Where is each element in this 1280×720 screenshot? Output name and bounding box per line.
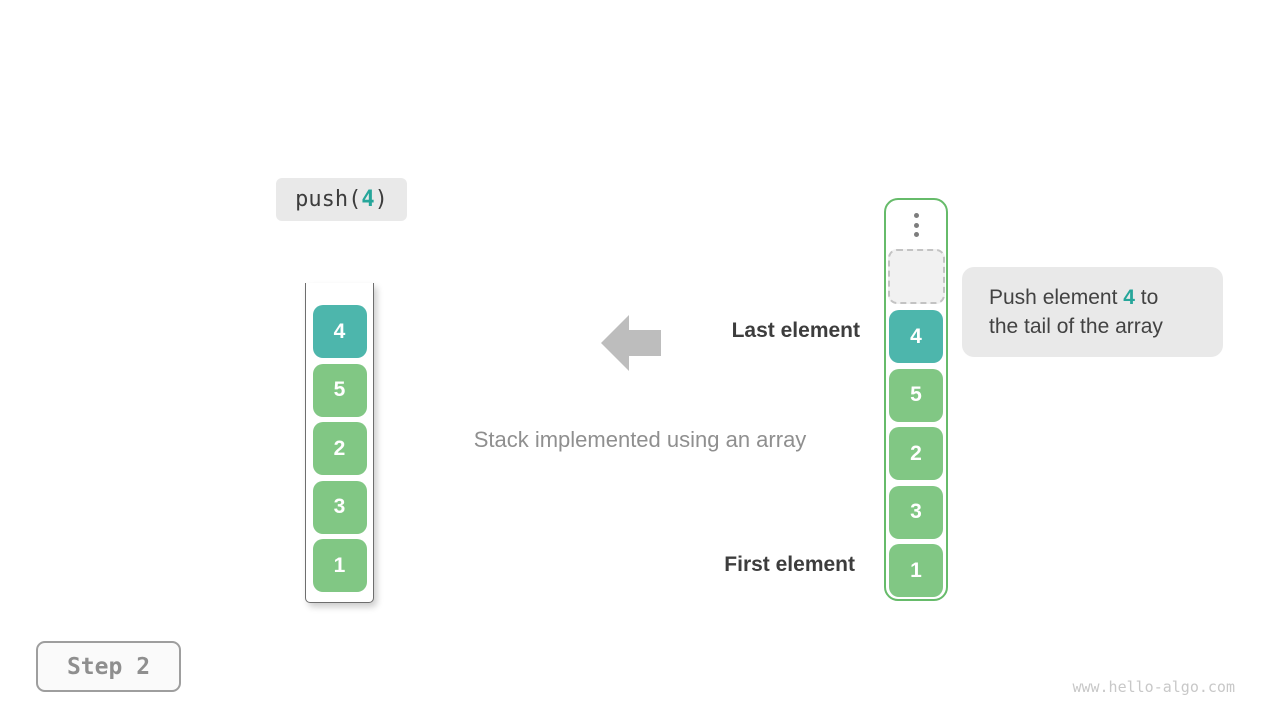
arrow-left-shape: [601, 315, 661, 371]
dot: [913, 213, 919, 218]
last-element-label: Last element: [731, 319, 860, 342]
tooltip-text-after: to: [1134, 286, 1159, 309]
array-item: 1: [889, 544, 943, 597]
stack-item: 3: [312, 480, 367, 534]
first-element-label: First element: [724, 553, 855, 576]
explanation-tooltip: Push element 4 to the tail of the array: [962, 267, 1223, 357]
dot: [913, 222, 919, 228]
tooltip-line-1: Push element 4 to: [989, 283, 1223, 312]
arrow-left-icon: [601, 315, 661, 371]
stack-container: 4 5 2 3 1: [305, 283, 374, 603]
operation-label: push(4): [276, 178, 407, 221]
tooltip-value: 4: [1123, 286, 1135, 309]
ellipsis-icon: [913, 213, 919, 237]
array-item: 2: [889, 427, 943, 480]
array-item: 5: [889, 368, 943, 422]
operation-prefix: push(: [295, 187, 362, 212]
operation-arg: 4: [361, 187, 375, 212]
stack-item: 4: [312, 305, 367, 358]
tooltip-text-before: Push element: [989, 286, 1124, 309]
diagram-caption: Stack implemented using an array: [473, 427, 807, 452]
dot: [913, 232, 919, 237]
watermark: www.hello-algo.com: [1072, 678, 1235, 696]
operation-suffix: ): [374, 187, 388, 212]
array-container: 4 5 2 3 1: [884, 198, 948, 601]
stack-item: 1: [312, 539, 367, 592]
stack-item: 2: [312, 422, 367, 475]
tooltip-line-2: the tail of the array: [989, 315, 1163, 338]
array-item: 4: [889, 310, 943, 363]
step-badge: Step 2: [36, 641, 181, 692]
array-item: 3: [889, 485, 943, 539]
placeholder-slot: [887, 249, 945, 304]
stack-item: 5: [312, 363, 367, 417]
